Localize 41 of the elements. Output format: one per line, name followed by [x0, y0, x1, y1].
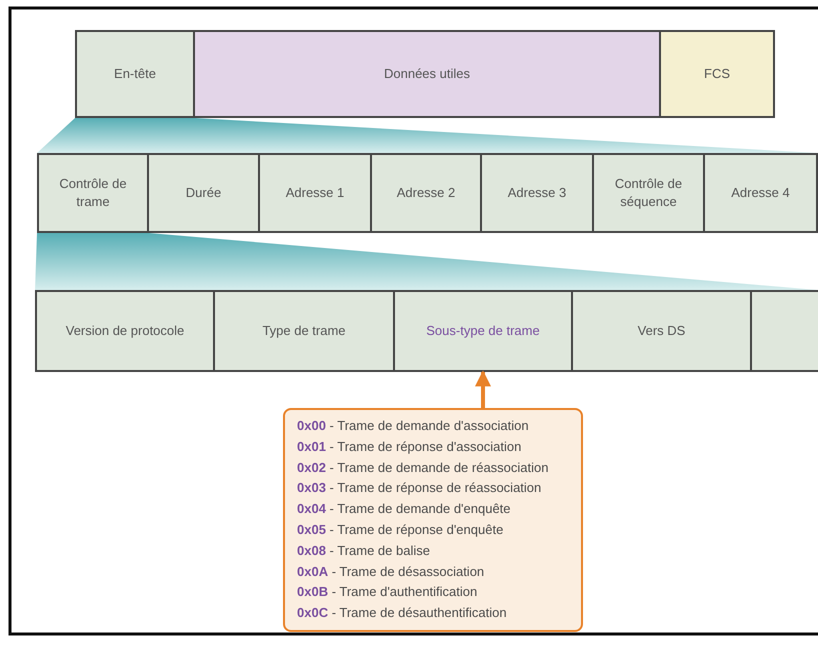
field-label: Type de trame	[261, 322, 347, 340]
field-label: Adresse 1	[284, 184, 346, 202]
field-cell	[193, 30, 661, 118]
empty-field-cell	[750, 290, 818, 372]
field-cell	[258, 153, 372, 233]
field-cell	[659, 30, 775, 118]
callout-text: 0x02 - Trame de demande de réassociation	[296, 458, 550, 477]
field-label: Sous-type de trame	[425, 322, 541, 340]
callout-text: 0x0A - Trame de désassociation	[296, 562, 486, 581]
callout-text: 0x03 - Trame de réponse de réassociation	[296, 479, 542, 498]
callout-text: 0x01 - Trame de réponse d'association	[296, 438, 522, 456]
field-cell	[571, 290, 752, 372]
field-label: Adresse 2	[396, 184, 456, 202]
field-label: Adresse 3	[506, 184, 568, 202]
callout-text: 0x08 - Trame de balise	[296, 542, 431, 560]
field-cell	[35, 290, 215, 372]
field-cell	[703, 153, 818, 233]
field-cell	[213, 290, 395, 372]
field-cell	[393, 290, 573, 372]
field-cell	[370, 153, 482, 233]
field-label: Données utiles	[383, 65, 471, 83]
field-cell	[37, 153, 149, 233]
field-label: Durée	[184, 184, 222, 202]
field-label: Contrôle de trame	[58, 175, 128, 211]
callout-text: 0x0B - Trame d'authentification	[296, 583, 478, 602]
field-label: FCS	[703, 65, 731, 83]
field-label: Vers DS	[636, 322, 686, 340]
callout-box	[283, 408, 583, 632]
field-label: Adresse 4	[730, 184, 791, 202]
callout-text: 0x00 - Trame de demande d'association	[296, 417, 530, 435]
field-label: En-tête	[113, 65, 157, 83]
field-label: Version de protocole	[64, 322, 186, 340]
field-cell	[480, 153, 594, 233]
field-label: Contrôle de séquence	[614, 175, 684, 211]
field-cell	[592, 153, 705, 233]
callout-text: 0x04 - Trame de demande d'enquête	[296, 500, 512, 518]
arrow	[475, 370, 491, 408]
field-cell	[147, 153, 260, 233]
field-cell	[75, 30, 195, 118]
callout-text: 0x0C - Trame de désauthentification	[296, 604, 508, 622]
callout-text: 0x05 - Trame de réponse d'enquête	[296, 520, 504, 539]
